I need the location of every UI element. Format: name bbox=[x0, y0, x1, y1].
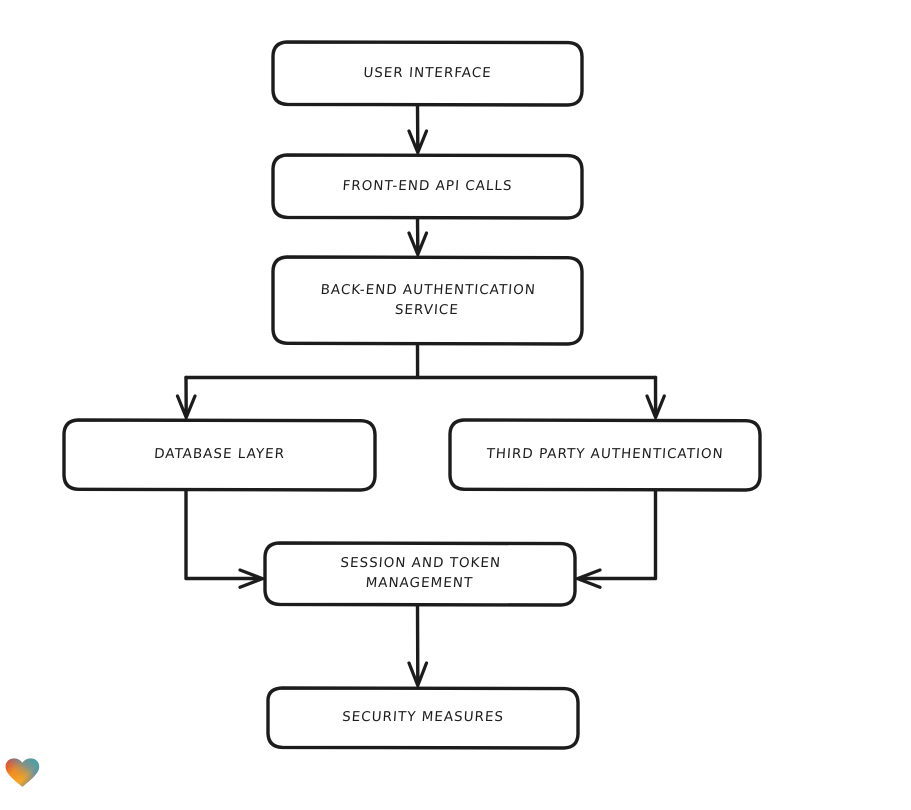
node-session-token-mgmt[interactable] bbox=[263, 541, 577, 607]
edge-backend-split bbox=[184, 342, 658, 380]
edge-session-to-security bbox=[407, 603, 429, 688]
edge-third-to-session bbox=[575, 488, 658, 589]
node-front-end-api-calls[interactable] bbox=[271, 153, 584, 220]
edge-db-to-session bbox=[184, 488, 265, 589]
node-database-layer[interactable] bbox=[62, 418, 377, 492]
edge-api-to-backend bbox=[407, 216, 429, 257]
edge-backend-to-third bbox=[645, 375, 666, 420]
node-third-party-auth[interactable] bbox=[448, 418, 762, 492]
edge-ui-to-api bbox=[407, 103, 429, 155]
edge-backend-to-db bbox=[175, 375, 197, 420]
node-user-interface[interactable] bbox=[271, 40, 584, 107]
node-back-end-auth-service[interactable] bbox=[271, 255, 584, 346]
node-security-measures[interactable] bbox=[266, 686, 580, 750]
heart-logo bbox=[5, 758, 40, 787]
